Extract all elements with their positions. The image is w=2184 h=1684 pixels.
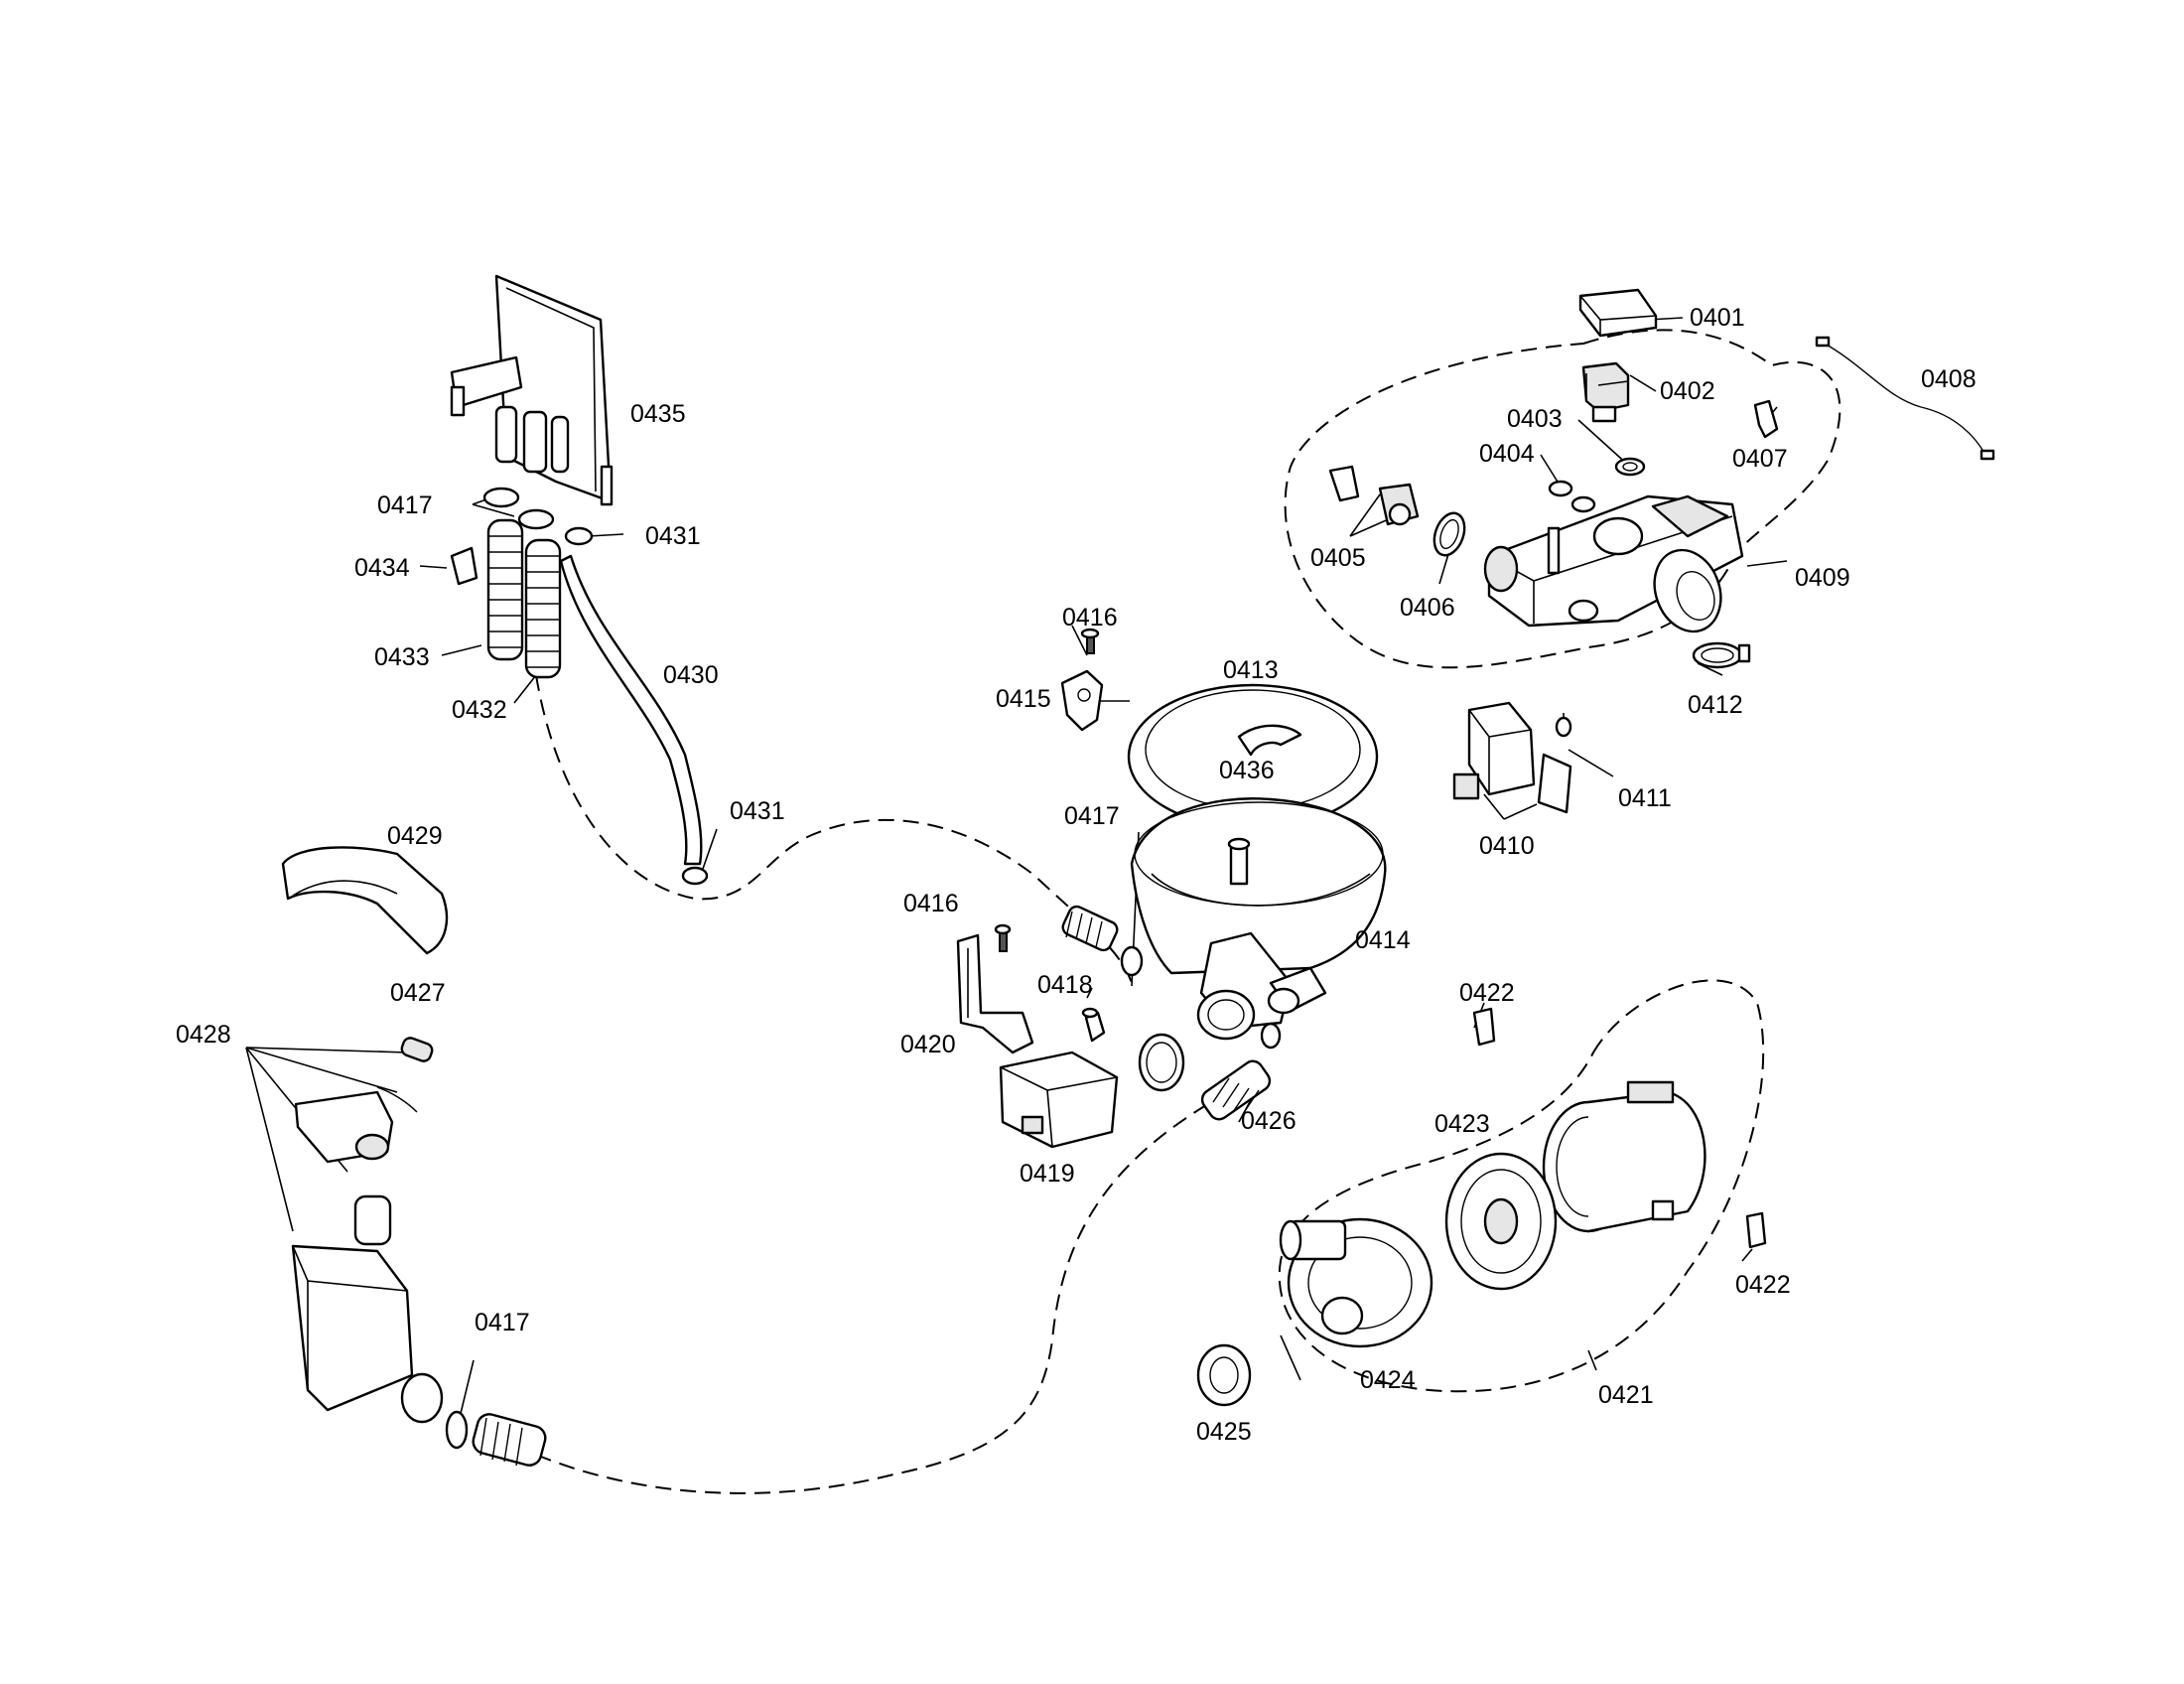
part-0402-sensor	[1581, 361, 1630, 423]
label-0416-left: 0416	[903, 890, 959, 917]
label-0429: 0429	[387, 822, 443, 850]
label-0410: 0410	[1479, 832, 1535, 860]
part-0417-ring-center	[1138, 1033, 1185, 1092]
label-0417-lower: 0417	[475, 1309, 530, 1336]
part-0422-clip-right	[1745, 1211, 1767, 1249]
label-0405: 0405	[1310, 544, 1366, 572]
label-0408: 0408	[1921, 365, 1977, 393]
label-0411: 0411	[1618, 784, 1672, 812]
label-0417-center: 0417	[1064, 802, 1120, 830]
label-0434: 0434	[354, 554, 410, 582]
part-0421-motor	[1542, 1080, 1706, 1233]
part-0419-drain-pump	[999, 1051, 1119, 1149]
hose-route-0430	[535, 674, 1133, 984]
label-0409: 0409	[1795, 564, 1850, 592]
label-0423: 0423	[1434, 1110, 1490, 1138]
part-0411-nut	[1555, 713, 1572, 738]
part-0409-valve-body	[1483, 494, 1744, 633]
part-0401-cover	[1578, 288, 1658, 338]
part-0404-seals	[1548, 480, 1596, 513]
part-0430-hose	[559, 554, 703, 866]
part-0416-screw-left	[994, 923, 1012, 952]
part-0418-clip	[1081, 1007, 1106, 1043]
part-0432-hose	[524, 538, 562, 679]
hose-route-0417	[535, 1101, 1212, 1494]
part-0426-hose-and-ring	[1200, 1022, 1282, 1121]
part-0415-bracket	[1060, 669, 1104, 732]
label-0402: 0402	[1660, 377, 1715, 405]
label-0422-right: 0422	[1735, 1271, 1791, 1299]
part-0410-heater-block	[1452, 701, 1572, 814]
label-0424: 0424	[1360, 1366, 1416, 1394]
label-0415: 0415	[996, 685, 1051, 713]
label-0419: 0419	[1020, 1160, 1075, 1188]
part-0425-seal	[1196, 1343, 1252, 1407]
part-0420-bracket	[956, 933, 1034, 1054]
part-0417-ring-lower	[445, 1410, 469, 1450]
part-0417-hose-center	[1061, 905, 1144, 977]
label-0431-upper: 0431	[645, 522, 701, 550]
label-0406: 0406	[1400, 594, 1455, 622]
label-0426: 0426	[1241, 1107, 1297, 1135]
part-0412-clamp	[1692, 641, 1751, 669]
label-0404: 0404	[1479, 440, 1535, 468]
assembly-outlines	[535, 329, 1842, 1494]
part-0423-impeller-cover	[1444, 1152, 1558, 1291]
label-0416-top: 0416	[1062, 604, 1118, 632]
part-0431-clamp-lower	[681, 866, 709, 886]
label-0430: 0430	[663, 661, 719, 689]
label-0422-top: 0422	[1459, 979, 1515, 1007]
part-0407-clip	[1753, 399, 1779, 439]
label-0414: 0414	[1355, 926, 1411, 954]
part-0413-lid	[1127, 683, 1379, 830]
part-0416-screw-top	[1080, 628, 1100, 654]
part-0408-wire	[1815, 336, 1995, 461]
part-0424-pump-housing	[1279, 1217, 1433, 1348]
label-0401: 0401	[1690, 304, 1745, 332]
label-0436: 0436	[1219, 757, 1275, 784]
part-0433-hose	[486, 518, 524, 661]
label-0435: 0435	[630, 400, 686, 428]
label-0433: 0433	[374, 643, 430, 671]
part-0422-clip-top	[1472, 1007, 1496, 1047]
label-0417-upper: 0417	[377, 491, 433, 519]
part-0405-valve	[1328, 465, 1420, 526]
label-0418: 0418	[1037, 971, 1093, 999]
part-0403-seal	[1614, 457, 1646, 477]
part-0417-hose-lower	[472, 1413, 547, 1467]
label-0413: 0413	[1223, 656, 1279, 684]
label-0432: 0432	[452, 696, 507, 724]
label-0431-lower: 0431	[730, 797, 785, 825]
part-0427-sensor	[400, 1037, 434, 1062]
label-0412: 0412	[1688, 691, 1743, 719]
part-labels: 0401 0402 0403 0404 0405 0406 0407 0408 …	[176, 304, 1977, 1446]
part-0429-cover	[281, 846, 449, 955]
label-0425: 0425	[1196, 1418, 1252, 1446]
part-0434-clip	[450, 546, 478, 586]
label-0403: 0403	[1507, 405, 1563, 433]
label-0427: 0427	[390, 979, 446, 1007]
label-0421: 0421	[1598, 1381, 1654, 1409]
label-0420: 0420	[900, 1031, 956, 1058]
part-0431-clamp-upper	[564, 526, 594, 546]
part-0414-sump	[1130, 797, 1387, 1041]
assembly-outline-0409	[1284, 329, 1842, 669]
label-0407: 0407	[1732, 445, 1788, 473]
part-0406-o-ring	[1433, 511, 1466, 557]
part-0435-fill-funnel	[450, 274, 614, 506]
label-0428: 0428	[176, 1021, 231, 1049]
part-0428-float-parts	[291, 1086, 444, 1424]
part-0417-rings-upper	[482, 487, 555, 530]
